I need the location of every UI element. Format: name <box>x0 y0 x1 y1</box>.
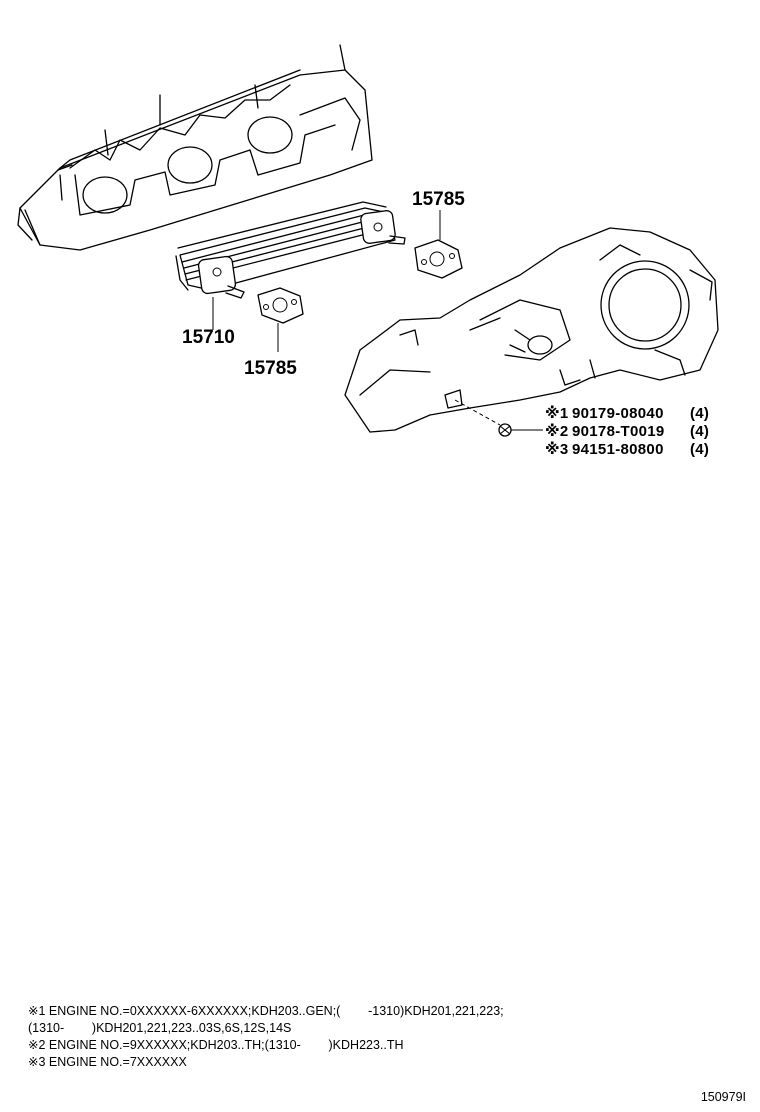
callout-gasket-lower: 15785 <box>244 358 297 379</box>
part-qty-1: (4) <box>690 405 709 422</box>
applicability-notes: ※1 ENGINE NO.=0XXXXXX-6XXXXXX;KDH203..GE… <box>28 1003 728 1071</box>
gasket-lower-drawing <box>257 287 304 352</box>
part-qty-2: (4) <box>690 423 709 440</box>
part-mark-1: ※1 <box>545 404 569 422</box>
cooler-housing-drawing <box>344 227 719 433</box>
engine-block-drawing <box>17 44 373 251</box>
part-qty-3: (4) <box>690 441 709 458</box>
part-number-1: 90179-08040 <box>572 405 664 422</box>
note-line: ※1 ENGINE NO.=0XXXXXX-6XXXXXX;KDH203..GE… <box>28 1004 504 1018</box>
part-number-2: 90178-T0019 <box>572 423 665 440</box>
note-line: (1310- )KDH201,221,223..03S,6S,12S,14S <box>28 1021 292 1035</box>
note-line: ※2 ENGINE NO.=9XXXXXX;KDH203..TH;(1310- … <box>28 1038 404 1052</box>
callout-oil-cooler: 15710 <box>182 327 235 348</box>
parts-diagram: 15785 15710 15785 ※1 90179-08040 (4) ※2 … <box>17 44 719 458</box>
part-number-list: ※1 90179-08040 (4) ※2 90178-T0019 (4) ※3… <box>545 404 709 458</box>
bolt-drawing <box>498 423 543 437</box>
figure-id: 150979I <box>700 1090 746 1104</box>
note-line: ※3 ENGINE NO.=7XXXXXX <box>28 1055 187 1069</box>
part-mark-3: ※3 <box>545 440 569 458</box>
part-mark-2: ※2 <box>545 422 569 440</box>
oil-cooler-drawing <box>175 201 406 330</box>
gasket-upper-drawing <box>414 210 463 279</box>
callout-gasket-upper: 15785 <box>412 189 465 210</box>
part-number-3: 94151-80800 <box>572 441 664 458</box>
